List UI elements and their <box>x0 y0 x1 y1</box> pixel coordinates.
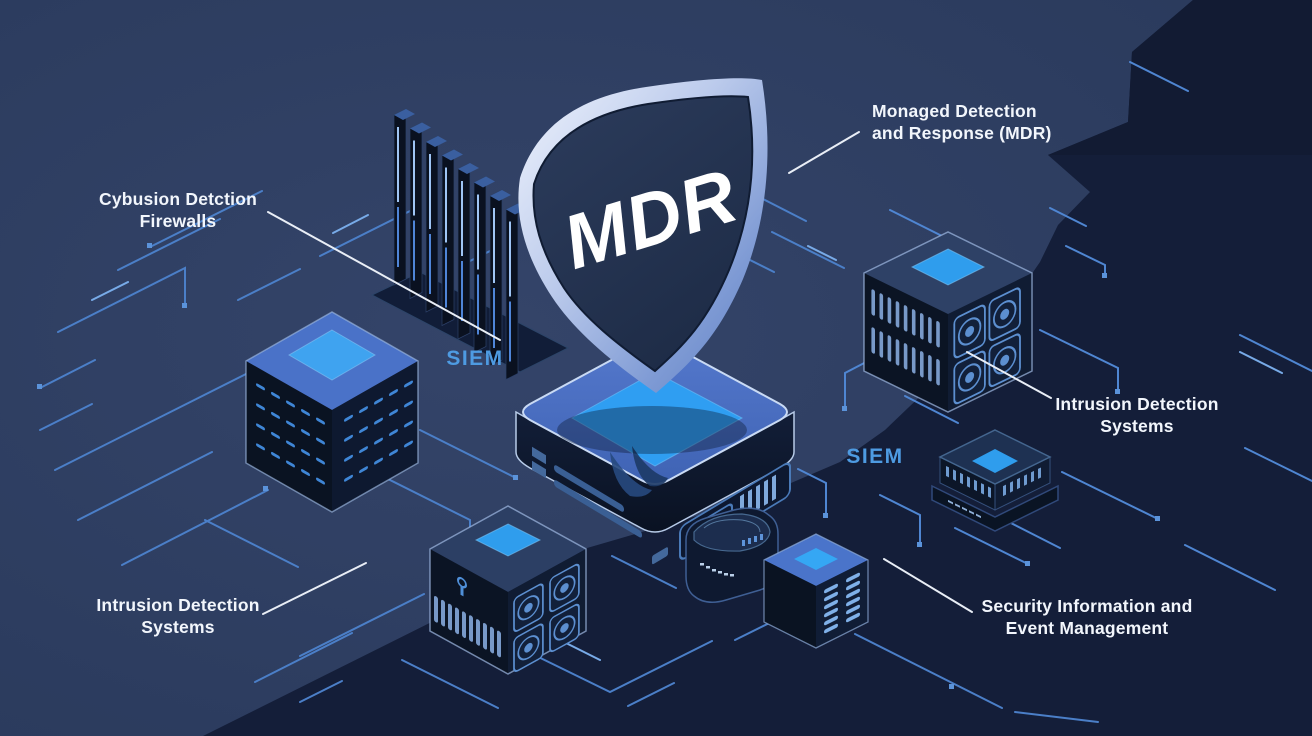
leader-ids-right <box>966 351 1052 399</box>
label-mdr-callout: Monaged Detection and Response (MDR) <box>872 101 1052 144</box>
label-ids-right: Intrusion Detection Systems <box>1055 394 1219 437</box>
leader-ids-bottom <box>262 562 367 615</box>
label-siem-left: SIEM <box>446 347 504 370</box>
label-siem-right: SIEM <box>846 445 904 468</box>
circuit-lines <box>39 61 1312 723</box>
label-siem-full: Security Information and Event Managemen… <box>981 596 1193 639</box>
label-ids-bottom: Intrusion Detection Systems <box>96 595 260 638</box>
label-firewalls: Cybusion Detction Firewalls <box>99 189 257 232</box>
mini-appliance-icon <box>931 429 1059 532</box>
appliance-icon <box>685 507 779 603</box>
cube-server-icon <box>245 311 419 513</box>
leader-firewalls <box>267 211 501 341</box>
rack-server-2-icon <box>429 505 587 675</box>
circuit-nodes <box>37 243 1160 689</box>
shield-icon: MDR <box>518 78 768 454</box>
rack-server-icon <box>863 231 1033 413</box>
leader-siem-full <box>883 558 973 613</box>
leader-mdr <box>788 131 860 174</box>
leader-lines <box>262 131 1052 615</box>
siem-cube-icon <box>763 533 869 649</box>
